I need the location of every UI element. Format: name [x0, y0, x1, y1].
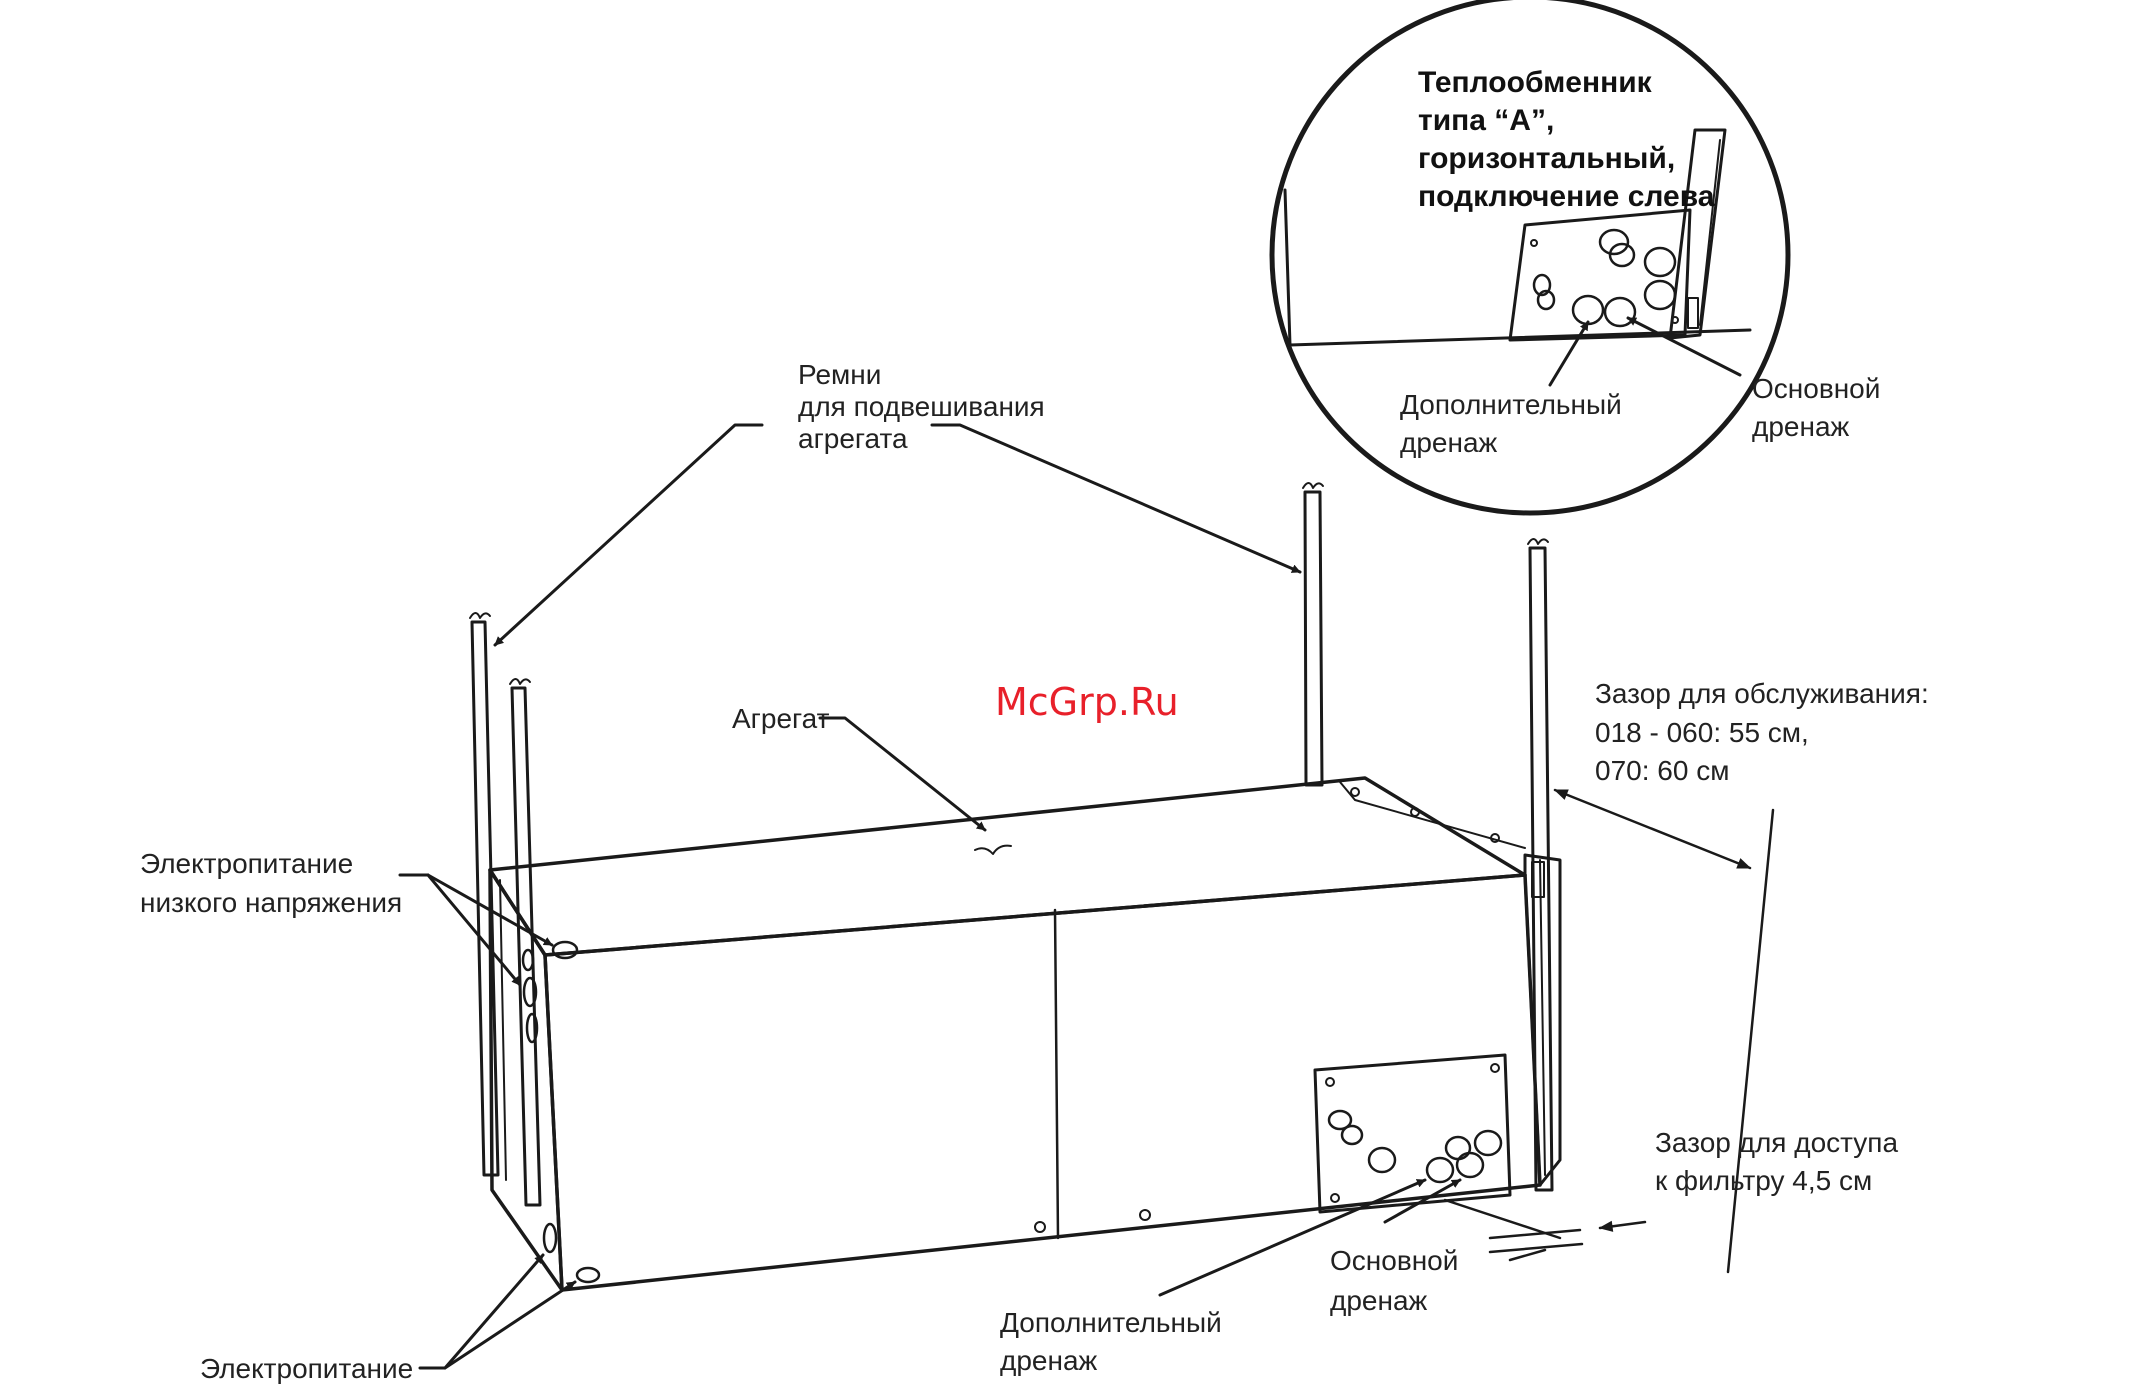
inset-main-drain-label: Основной дренаж: [1752, 373, 1880, 442]
svg-text:Зазор для обслуживания:: Зазор для обслуживания:: [1595, 678, 1929, 709]
svg-text:Основной: Основной: [1752, 373, 1880, 404]
svg-text:дренаж: дренаж: [1400, 427, 1498, 458]
inset-title-line: горизонтальный,: [1418, 142, 1675, 175]
fitting: [1367, 1146, 1397, 1174]
power-leader-2: [443, 1280, 577, 1370]
inset-aux-drain-leader: [1548, 320, 1590, 387]
svg-text:дренаж: дренаж: [1330, 1285, 1428, 1316]
service-clearance-dimension: [1553, 788, 1752, 870]
strap-left-front: [470, 620, 500, 1177]
inset-main-drain-fitting: [1603, 296, 1637, 328]
watermark: McGrp.Ru: [995, 680, 1179, 724]
inset-aux-drain-label: Дополнительный дренаж: [1400, 389, 1622, 458]
main-drain-fitting: [1455, 1151, 1485, 1179]
inset-title-line: Теплообменник: [1418, 66, 1653, 99]
connection-plate: [1313, 1053, 1512, 1214]
detail-inset: [1269, 0, 1791, 516]
leader-lines: [398, 423, 1775, 1370]
svg-text:низкого напряжения: низкого напряжения: [140, 887, 402, 918]
straps-leader-left: [493, 423, 764, 647]
svg-text:Основной: Основной: [1330, 1245, 1458, 1276]
strap-left-rear: [510, 686, 542, 1207]
svg-text:Электропитание: Электропитание: [140, 848, 353, 879]
unit-label: Агрегат: [732, 703, 830, 734]
inset-strap: [1668, 128, 1727, 340]
inset-aux-drain-fitting: [1571, 294, 1605, 326]
svg-text:070: 60 см: 070: 60 см: [1595, 755, 1729, 786]
fitting: [1327, 1109, 1353, 1131]
svg-text:для подвешивания: для подвешивания: [798, 391, 1045, 422]
inset-title-line: типа “A”,: [1418, 104, 1554, 137]
hanging-straps: [469, 482, 1554, 1207]
filter-clearance-arrow: [1598, 1220, 1647, 1232]
svg-text:Зазор для доступа: Зазор для доступа: [1655, 1127, 1898, 1158]
strap-right-rear: [1303, 490, 1324, 787]
inset-circle: [1269, 0, 1791, 516]
aux-drain-fitting: [1425, 1156, 1455, 1184]
screw: [1034, 1221, 1046, 1233]
power-knockout: [542, 1222, 558, 1254]
service-clearance-limit: [1726, 808, 1775, 1274]
screw: [1139, 1209, 1151, 1221]
unit-box: [488, 776, 1562, 1292]
svg-text:дренаж: дренаж: [1752, 411, 1850, 442]
power-label: Электропитание: [200, 1353, 413, 1384]
svg-text:018 - 060: 55 см,: 018 - 060: 55 см,: [1595, 717, 1809, 748]
main-drain-leader: [1383, 1178, 1462, 1224]
panel-divider: [1053, 908, 1060, 1240]
main-drain-label: Основной дренаж: [1330, 1245, 1458, 1316]
svg-text:к фильтру 4,5 см: к фильтру 4,5 см: [1655, 1165, 1872, 1196]
straps-leader-right: [930, 423, 1302, 574]
straps-label: Ремни для подвешивания агрегата: [798, 359, 1045, 454]
strap-right-front: [1528, 546, 1554, 1192]
unit-front-face: [543, 873, 1542, 1292]
unit-leader: [818, 716, 987, 832]
svg-text:Ремни: Ремни: [798, 359, 881, 390]
power-leader-1: [418, 1253, 545, 1370]
aux-drain-label: Дополнительный дренаж: [1000, 1307, 1222, 1376]
low-voltage-leader-2: [426, 873, 522, 987]
aux-drain-leader: [1158, 1178, 1427, 1297]
filter-clearance-label: Зазор для доступа к фильтру 4,5 см: [1655, 1127, 1898, 1196]
power-knockout: [575, 1266, 601, 1284]
low-voltage-label: Электропитание низкого напряжения: [140, 848, 402, 918]
svg-text:Дополнительный: Дополнительный: [1000, 1307, 1222, 1338]
inset-title-line: подключение слева: [1418, 180, 1715, 213]
inset-main-drain-leader: [1626, 316, 1742, 377]
svg-text:агрегата: агрегата: [798, 423, 908, 454]
service-clearance-label: Зазор для обслуживания: 018 - 060: 55 см…: [1595, 678, 1929, 786]
svg-text:дренаж: дренаж: [1000, 1345, 1098, 1376]
low-voltage-knockout: [522, 976, 538, 1008]
low-voltage-knockout: [551, 940, 579, 960]
inset-title: Теплообменник типа “A”, горизонтальный, …: [1418, 66, 1715, 213]
svg-text:Дополнительный: Дополнительный: [1400, 389, 1622, 420]
